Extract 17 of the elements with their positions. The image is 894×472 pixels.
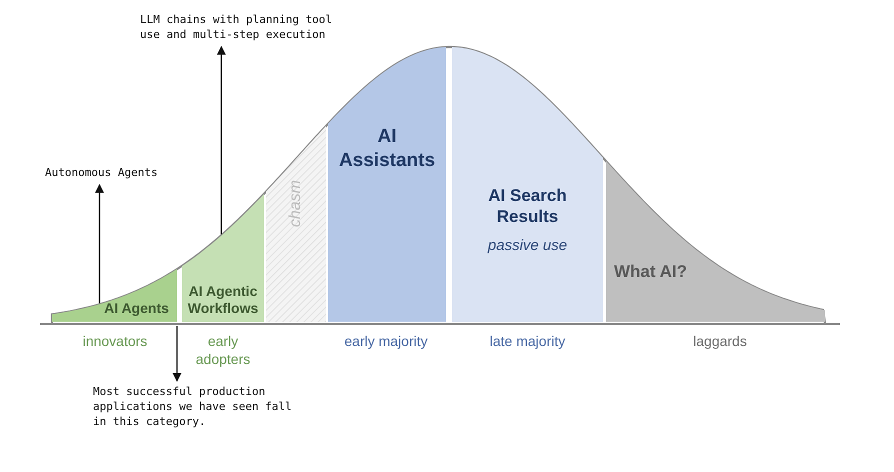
- segment-title: AI Agents: [104, 300, 169, 318]
- segment-title: AI Assistants: [338, 125, 436, 173]
- segment-title: What AI?: [612, 261, 688, 282]
- category-label: early majority: [343, 333, 429, 350]
- category-label: late majority: [488, 333, 566, 350]
- arrow: [95, 184, 104, 304]
- annotation-note: Most successful production applications we have seen fall in this category.: [93, 385, 293, 430]
- annotation-note: LLM chains with planning tool use and multi-step execution: [140, 13, 340, 43]
- segment-subtitle: passive use: [488, 236, 568, 256]
- category-label: early adopters: [194, 333, 252, 368]
- annotation-note: Autonomous Agents: [45, 166, 195, 181]
- segment-title: AI Agentic Workflows: [186, 282, 260, 318]
- arrow: [172, 326, 182, 382]
- arrow: [216, 46, 226, 234]
- category-label: laggards: [692, 333, 748, 350]
- category-label: innovators: [82, 333, 148, 350]
- segment-title: AI Search Results: [487, 185, 568, 228]
